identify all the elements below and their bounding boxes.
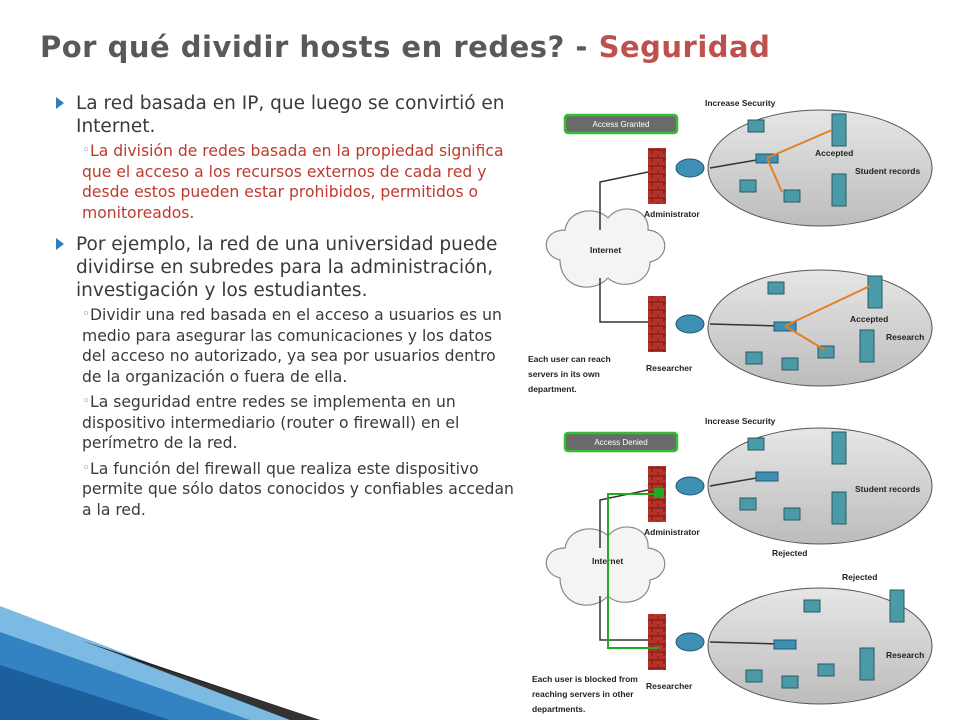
pc-icon — [783, 507, 801, 521]
researcher-label: Researcher — [646, 363, 693, 373]
access-granted-badge — [563, 113, 679, 135]
server-icon — [831, 491, 847, 525]
bullet-item: Por ejemplo, la red de una universidad p… — [56, 233, 518, 302]
sub-bullet-item: ◦ La seguridad entre redes se implementa… — [56, 392, 518, 454]
ring-bullet-icon: ◦ — [82, 307, 90, 322]
access-denied-label: Access Denied — [594, 438, 647, 447]
pc-icon — [781, 675, 799, 689]
sub-bullet-text: La función del firewall que realiza este… — [82, 459, 514, 519]
sub-bullet-item: ◦ La función del firewall que realiza es… — [56, 459, 518, 521]
pc-icon — [767, 281, 785, 295]
pc-icon — [747, 119, 765, 133]
bullet-list: La red basada en IP, que luego se convir… — [56, 92, 518, 520]
accepted-label: Accepted — [850, 314, 888, 324]
allowed-path — [784, 285, 871, 351]
pc-icon — [803, 599, 821, 613]
ring-bullet-icon: ◦ — [82, 460, 90, 476]
bullet-text: Por ejemplo, la red de una universidad p… — [76, 234, 498, 301]
server-icon — [859, 329, 875, 363]
switch-icon — [773, 639, 797, 650]
student-records-label: Student records — [855, 484, 920, 494]
router-icon — [675, 476, 705, 496]
bullet-arrow-icon — [56, 238, 64, 250]
server-icon — [859, 647, 875, 681]
note-line: departments. — [532, 704, 585, 714]
server-icon — [831, 173, 847, 207]
diagram-access-granted: Increase Security Access Granted Interne… — [528, 98, 933, 394]
research-label: Research — [886, 650, 924, 660]
pc-icon — [783, 189, 801, 203]
network-zone — [707, 587, 933, 705]
sub-bullet-item: ◦ La división de redes basada en la prop… — [56, 141, 518, 223]
bullet-item: La red basada en IP, que luego se convir… — [56, 92, 518, 138]
ring-bullet-icon: ◦ — [82, 143, 90, 158]
title-accent: Seguridad — [598, 30, 771, 64]
note-line: Each user can reach — [528, 354, 611, 364]
admin-label: Administrator — [644, 209, 700, 219]
student-records-label: Student records — [855, 166, 920, 176]
cloud-icon — [545, 208, 666, 288]
pc-icon — [781, 357, 799, 371]
firewall-icon — [648, 296, 666, 352]
rejected-label: Rejected — [842, 572, 877, 582]
network-diagram: Increase Security Access Granted Interne… — [528, 98, 933, 714]
network-zone — [707, 109, 933, 227]
page-title: Por qué dividir hosts en redes? - Seguri… — [40, 30, 770, 64]
sub-bullet-item: ◦ Dividir una red basada en el acceso a … — [56, 305, 518, 387]
pc-icon — [747, 437, 765, 451]
note-line: servers in its own — [528, 369, 600, 379]
block-marker — [654, 488, 664, 498]
corner-decoration — [0, 606, 320, 720]
server-icon — [831, 113, 847, 147]
ring-bullet-icon: ◦ — [82, 394, 90, 409]
diagram-header: Increase Security — [705, 416, 776, 426]
diagram-header: Increase Security — [705, 98, 776, 108]
pc-icon — [739, 179, 757, 193]
admin-label: Administrator — [644, 527, 700, 537]
diagram-access-denied: Increase Security Access Denied Internet — [532, 416, 933, 714]
network-zone — [707, 427, 933, 545]
note-line: Each user is blocked from — [532, 674, 638, 684]
server-icon — [889, 589, 905, 623]
accepted-label: Accepted — [815, 148, 853, 158]
sub-bullet-text: La división de redes basada en la propie… — [82, 142, 504, 222]
pc-icon — [745, 351, 763, 365]
cloud-label: Internet — [590, 245, 621, 255]
router-icon — [675, 632, 705, 652]
allowed-path — [766, 129, 833, 193]
blocked-path — [607, 493, 660, 649]
access-denied-badge — [563, 431, 679, 453]
note-line: department. — [528, 384, 577, 394]
note-line: reaching servers in other — [532, 689, 634, 699]
cloud-icon — [545, 526, 666, 606]
sub-bullet-text: La seguridad entre redes se implementa e… — [82, 393, 460, 452]
firewall-icon — [648, 148, 666, 204]
server-icon — [867, 275, 883, 309]
researcher-label: Researcher — [646, 681, 693, 691]
router-icon — [675, 158, 705, 178]
router-icon — [675, 314, 705, 334]
bullet-text: La red basada en IP, que luego se convir… — [76, 93, 505, 137]
rejected-label: Rejected — [772, 548, 807, 558]
pc-icon — [739, 497, 757, 511]
firewall-icon — [648, 614, 666, 670]
switch-icon — [755, 471, 779, 482]
sub-bullet-text: Dividir una red basada en el acceso a us… — [82, 306, 502, 386]
title-main: Por qué dividir hosts en redes? - — [40, 30, 588, 64]
pc-icon — [745, 669, 763, 683]
access-granted-label: Access Granted — [593, 120, 650, 129]
network-zone — [707, 269, 933, 387]
pc-icon — [817, 663, 835, 677]
research-label: Research — [886, 332, 924, 342]
bullet-arrow-icon — [56, 97, 64, 109]
server-icon — [831, 431, 847, 465]
